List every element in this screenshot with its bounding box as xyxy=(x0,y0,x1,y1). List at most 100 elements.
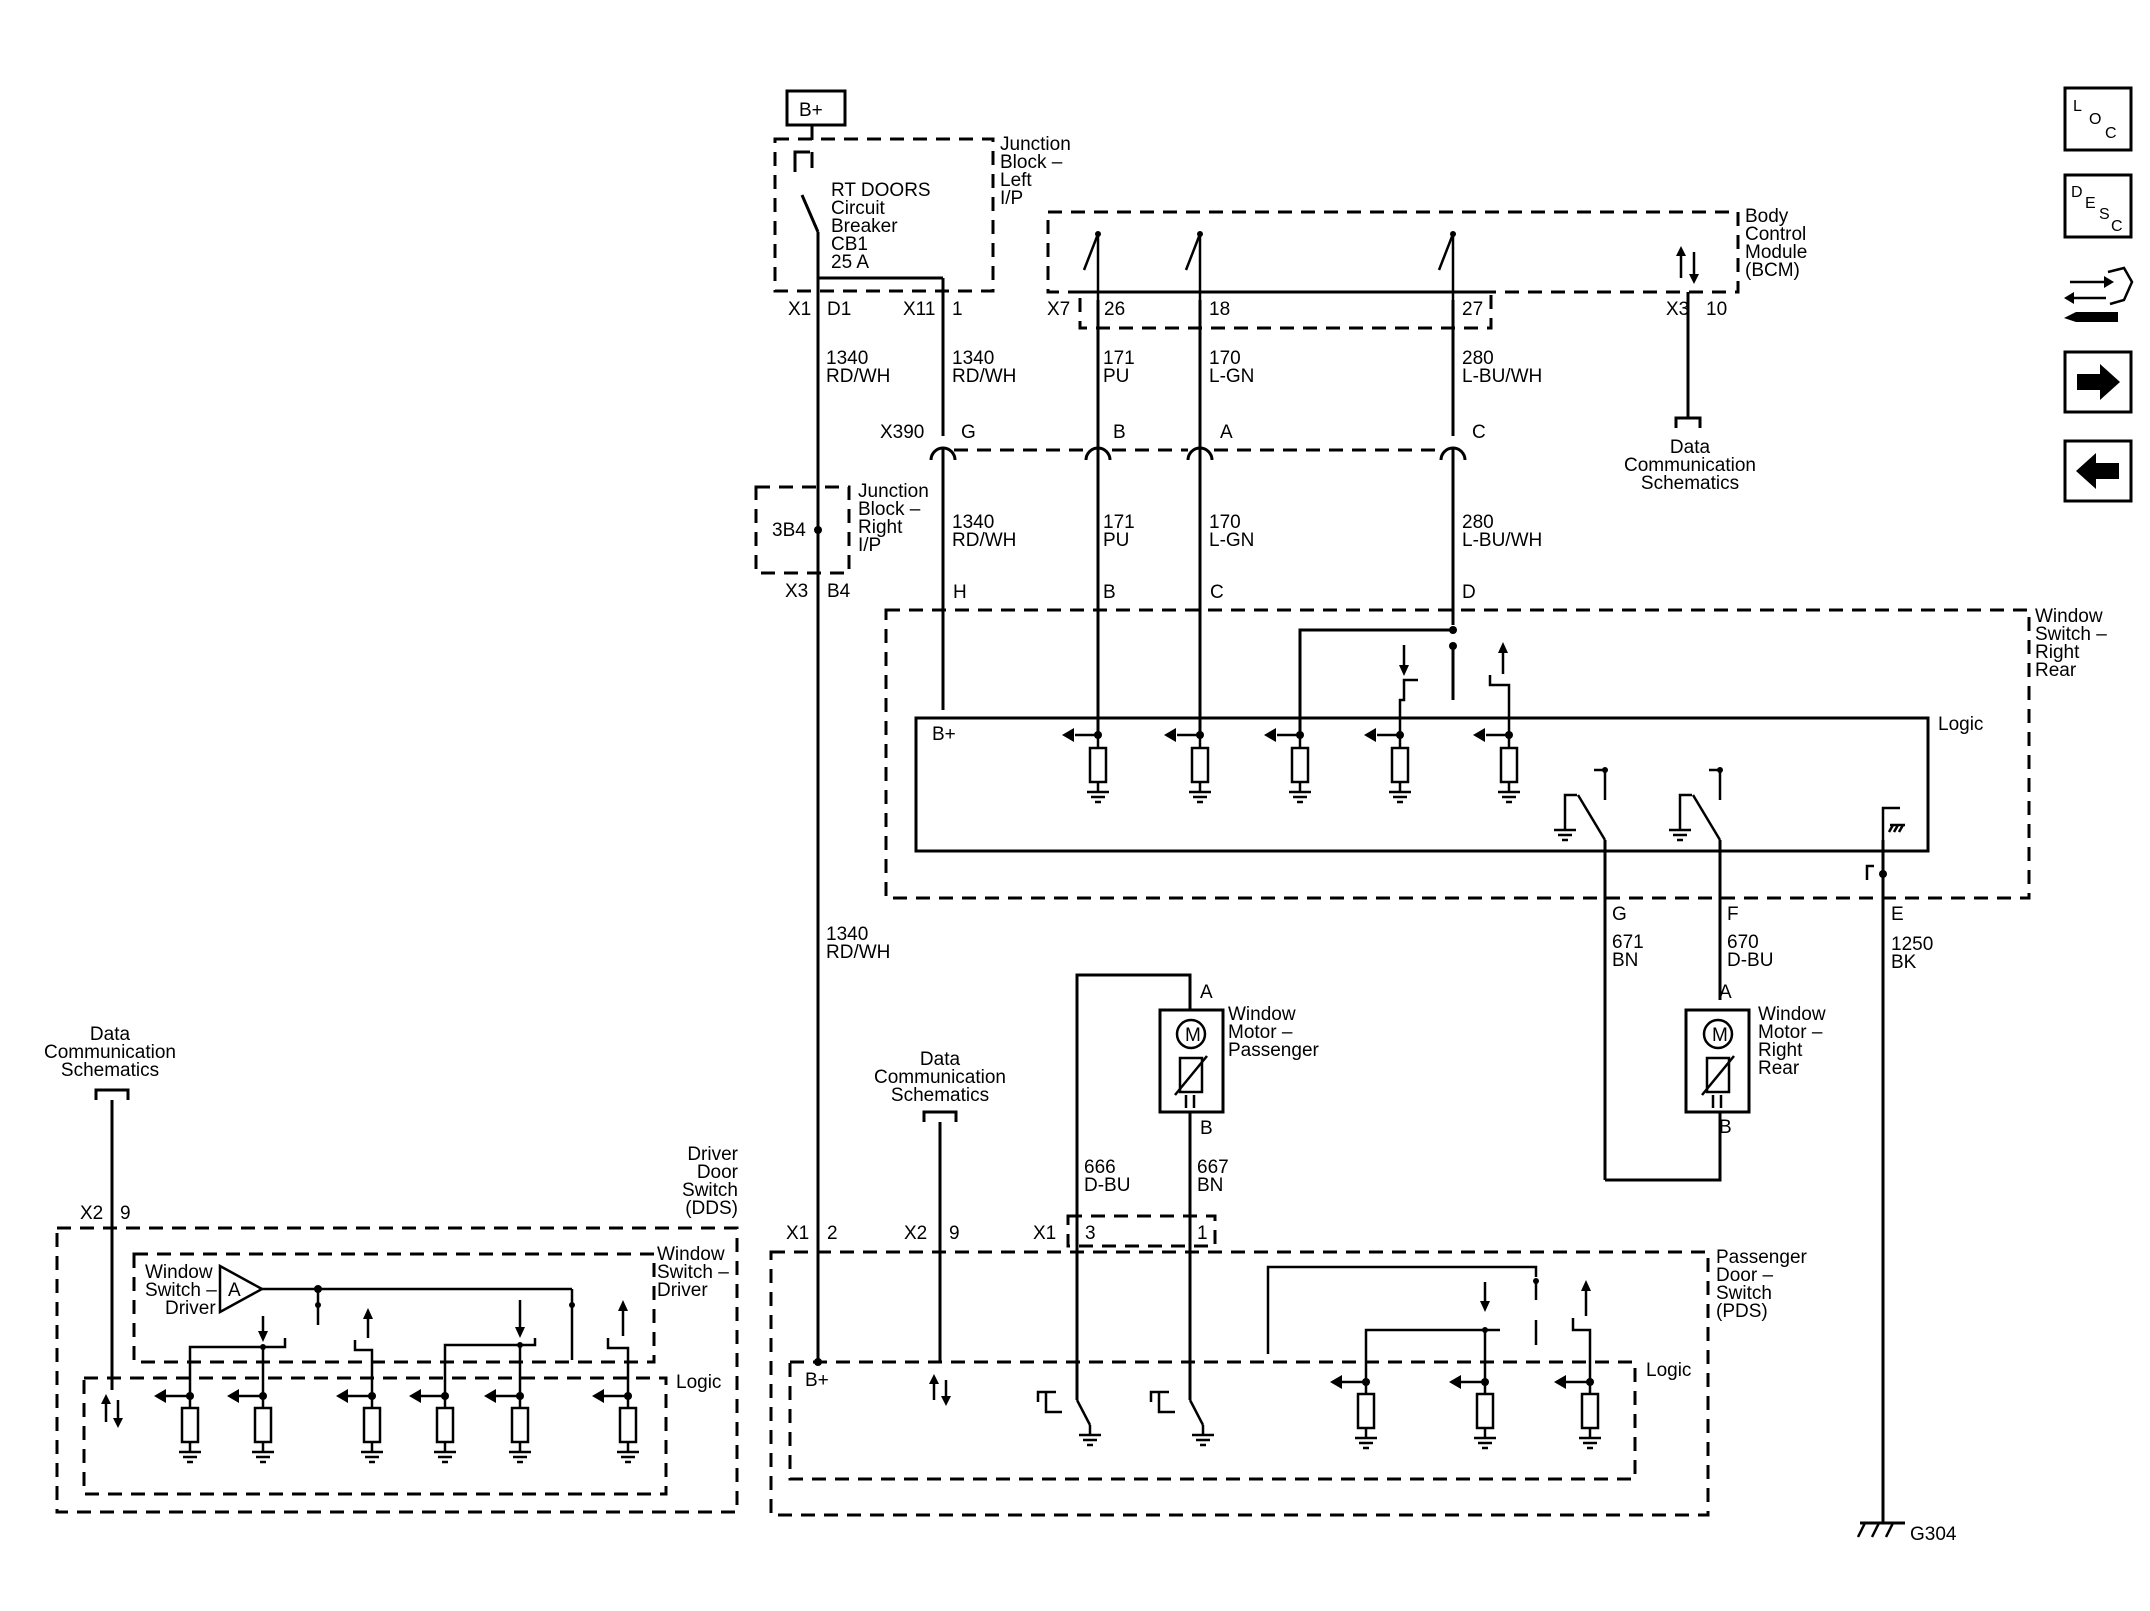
svg-text:Window: Window xyxy=(2035,606,2103,627)
pds-logic-label: Logic xyxy=(1646,1360,1691,1381)
svg-text:BK: BK xyxy=(1891,952,1917,973)
wire-label-1250: 1250 BK xyxy=(1891,934,1933,973)
location-button[interactable]: L O C xyxy=(2063,86,2133,152)
bcm-switch-26 xyxy=(1082,231,1101,300)
wire-label-170-mid: 170 L-GN xyxy=(1209,512,1254,551)
svg-text:M: M xyxy=(1185,1025,1201,1046)
svg-text:C: C xyxy=(2105,125,2117,142)
svg-text:Schematics: Schematics xyxy=(1641,473,1739,494)
svg-text:Circuit: Circuit xyxy=(831,198,886,219)
svg-text:Rear: Rear xyxy=(2035,660,2077,681)
svg-text:1340: 1340 xyxy=(952,348,994,369)
dds-logic-box xyxy=(82,1376,668,1496)
svg-text:D-BU: D-BU xyxy=(1727,950,1773,971)
dds-pin-9: 9 xyxy=(120,1203,131,1224)
svg-text:Left: Left xyxy=(1000,170,1032,191)
pds-pin-1: 1 xyxy=(1197,1223,1208,1244)
pds-pin-9: 9 xyxy=(949,1223,960,1244)
ws-rr-up-switch xyxy=(1488,642,1511,735)
pds-bplus: B+ xyxy=(805,1370,829,1391)
ws-rr-inputs xyxy=(1062,728,1522,804)
bplus-label: B+ xyxy=(799,100,823,121)
svg-text:I/P: I/P xyxy=(1000,188,1023,209)
jb-right-pin-b4: B4 xyxy=(827,581,851,602)
junction-block-right xyxy=(754,485,851,575)
svg-text:RD/WH: RD/WH xyxy=(952,366,1016,387)
ws-rr-pin-e: E xyxy=(1891,904,1904,925)
svg-text:BN: BN xyxy=(1197,1175,1223,1196)
ws-rr-logic-label: Logic xyxy=(1938,714,1983,735)
svg-text:L-GN: L-GN xyxy=(1209,366,1254,387)
svg-text:Breaker: Breaker xyxy=(831,216,898,237)
jb-right-splice: 3B4 xyxy=(772,520,806,541)
svg-text:Module: Module xyxy=(1745,242,1807,263)
ws-rr-title: Window Switch – Right Rear xyxy=(2035,606,2107,681)
svg-text:B: B xyxy=(1200,1118,1213,1139)
connector-view-button[interactable] xyxy=(2062,262,2134,332)
dds-inner-title: Window Switch – Driver xyxy=(145,1262,217,1319)
svg-text:Body: Body xyxy=(1745,206,1789,227)
svg-text:Block –: Block – xyxy=(858,499,921,520)
bcm-pin-10: 10 xyxy=(1706,299,1727,320)
svg-text:Right: Right xyxy=(1758,1040,1803,1061)
svg-text:Data: Data xyxy=(920,1049,961,1070)
wire-label-670: 670 D-BU xyxy=(1727,932,1773,971)
svg-text:Driver: Driver xyxy=(657,1280,708,1301)
svg-text:Window: Window xyxy=(145,1262,213,1283)
svg-text:Switch –: Switch – xyxy=(657,1262,729,1283)
svg-text:Data: Data xyxy=(1670,437,1711,458)
previous-button[interactable] xyxy=(2063,439,2133,503)
pds-inputs xyxy=(1330,1375,1603,1450)
svg-text:Driver: Driver xyxy=(687,1144,738,1165)
wire-label-1340-right: 1340 RD/WH xyxy=(952,348,1016,387)
svg-text:1340: 1340 xyxy=(952,512,994,533)
svg-text:L-BU/WH: L-BU/WH xyxy=(1462,530,1542,551)
next-button[interactable] xyxy=(2063,350,2133,414)
bcm-pin-26: 26 xyxy=(1104,299,1125,320)
connector-x390: X390 G B A C xyxy=(880,422,1486,461)
bcm-title: Body Control Module (BCM) xyxy=(1745,206,1807,281)
dds-switches xyxy=(188,1300,630,1396)
svg-text:Door –: Door – xyxy=(1716,1265,1773,1286)
svg-text:RT DOORS: RT DOORS xyxy=(831,180,931,201)
svg-text:Rear: Rear xyxy=(1758,1058,1800,1079)
bcm-pin-27: 27 xyxy=(1462,299,1483,320)
svg-text:A: A xyxy=(1220,422,1233,443)
svg-text:170: 170 xyxy=(1209,348,1241,369)
datacomm-dds-label: Data Communication Schematics xyxy=(44,1024,176,1081)
bcm-switch-27 xyxy=(1437,231,1456,300)
svg-text:Passenger: Passenger xyxy=(1716,1247,1808,1268)
ws-rr-pin-b: B xyxy=(1103,582,1116,603)
svg-text:Junction: Junction xyxy=(1000,134,1071,155)
svg-text:CB1: CB1 xyxy=(831,234,868,255)
pds-pin-2: 2 xyxy=(827,1223,838,1244)
svg-text:1250: 1250 xyxy=(1891,934,1933,955)
svg-text:671: 671 xyxy=(1612,932,1644,953)
svg-text:Data: Data xyxy=(90,1024,131,1045)
svg-text:Switch –: Switch – xyxy=(2035,624,2107,645)
circuit-breaker-cb1: RT DOORS Circuit Breaker CB1 25 A xyxy=(793,150,931,278)
svg-text:B: B xyxy=(1719,1117,1732,1138)
svg-text:RD/WH: RD/WH xyxy=(952,530,1016,551)
svg-text:M: M xyxy=(1712,1025,1728,1046)
wire-label-1340-left: 1340 RD/WH xyxy=(826,348,890,387)
jb-left-title: Junction Block – Left I/P xyxy=(1000,134,1071,209)
svg-text:Switch –: Switch – xyxy=(145,1280,217,1301)
pds-conn-x1b: X1 xyxy=(1033,1223,1056,1244)
wire-label-170: 170 L-GN xyxy=(1209,348,1254,387)
wire-label-171: 171 PU xyxy=(1103,348,1135,387)
ws-rr-down-switch xyxy=(1398,645,1418,735)
svg-text:Switch: Switch xyxy=(1716,1283,1772,1304)
jb-right-conn-x3: X3 xyxy=(785,581,808,602)
wire-label-1340-lower: 1340 RD/WH xyxy=(826,924,890,963)
svg-text:1340: 1340 xyxy=(826,348,868,369)
wire-label-671: 671 BN xyxy=(1612,932,1644,971)
pds-conn-x1: X1 xyxy=(786,1223,809,1244)
description-button[interactable]: D E S C xyxy=(2063,173,2133,239)
svg-text:Window: Window xyxy=(1758,1004,1826,1025)
bcm-switch-18 xyxy=(1184,231,1203,300)
svg-text:1340: 1340 xyxy=(826,924,868,945)
svg-text:Block –: Block – xyxy=(1000,152,1063,173)
bplus-source: B+ xyxy=(785,89,847,127)
svg-text:C: C xyxy=(2111,218,2123,235)
